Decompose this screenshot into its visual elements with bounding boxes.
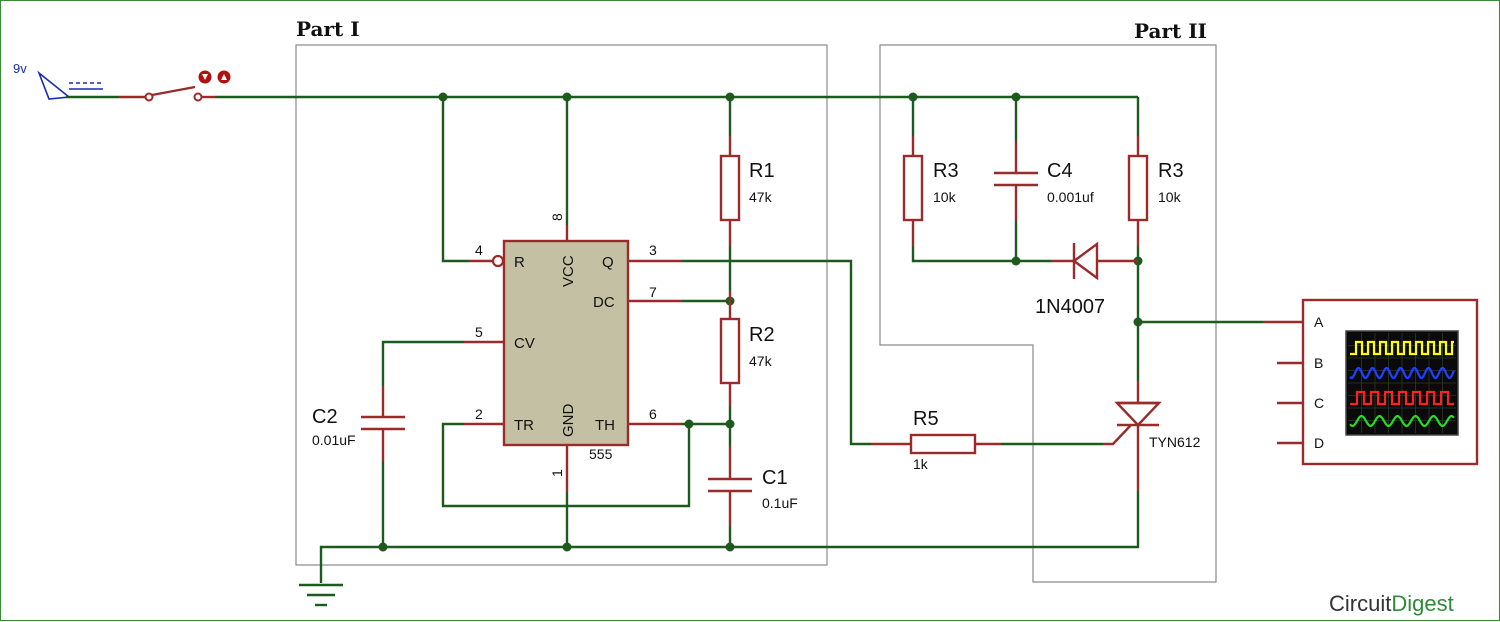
c1-value: 0.1uF: [762, 495, 798, 511]
diode-1n4007: 1N4007: [1035, 241, 1138, 318]
ground-icon: [299, 583, 343, 607]
ic-name: 555: [589, 446, 613, 462]
r2-value: 47k: [749, 353, 773, 369]
r1-label: R1: [749, 160, 775, 182]
c2-value: 0.01uF: [312, 432, 356, 448]
resistor-r3-left: R3 10k: [902, 136, 959, 246]
r3-left-value: 10k: [933, 189, 957, 205]
ic-pin-number: 5: [475, 324, 483, 340]
scope-channel-d: D: [1314, 435, 1324, 451]
power-terminal: 9v: [13, 61, 103, 100]
scope-channel-b: B: [1314, 355, 1323, 371]
ic-pin-label: TH: [595, 417, 615, 434]
wires: [66, 95, 1263, 583]
ic-body: [502, 239, 630, 447]
scope-trace-a: [1350, 340, 1454, 356]
ic-pin-label: TR: [514, 417, 534, 434]
ic-555: 4 8 3 7 5 2 6 1 R VCC Q DC CV TR GND TH …: [464, 213, 681, 492]
r1-value: 47k: [749, 189, 773, 205]
ic-pin-number: 7: [649, 284, 657, 300]
oscilloscope: A B C D: [1263, 298, 1479, 466]
diode-label: 1N4007: [1035, 296, 1105, 318]
part1-title: Part I: [296, 17, 360, 41]
capacitor-c1: C1 0.1uF: [708, 446, 798, 526]
source-voltage: 9v: [13, 61, 27, 76]
ic-pin-number: 2: [475, 406, 483, 422]
scope-trace-d: [1349, 415, 1455, 427]
scope-channel-a: A: [1314, 314, 1324, 330]
ic-pin-number: 1: [549, 469, 565, 477]
c4-value: 0.001uf: [1047, 189, 1094, 205]
scope-channel-c: C: [1314, 395, 1324, 411]
r5-label: R5: [913, 408, 939, 430]
resistor-r3-right: R3 10k: [1127, 136, 1184, 246]
brand-logo: CircuitDigest: [1329, 591, 1454, 616]
c4-label: C4: [1047, 160, 1073, 182]
resistor-r1: R1 47k: [719, 136, 775, 246]
r3-left-label: R3: [933, 160, 959, 182]
scope-trace-c: [1350, 390, 1454, 406]
svg-text:CircuitDigest: CircuitDigest: [1329, 591, 1454, 616]
ic-pin-label: VCC: [560, 255, 577, 287]
c1-label: C1: [762, 467, 788, 489]
r3-right-value: 10k: [1158, 189, 1182, 205]
scr-tyn612: TYN612: [1103, 381, 1201, 491]
ic-pin-label: GND: [560, 404, 577, 438]
ic-pin-label: Q: [602, 254, 614, 271]
part1-box: [295, 44, 828, 566]
ic-pin-label: DC: [593, 294, 615, 311]
resistor-r2: R2 47k: [719, 291, 775, 406]
part2-box: [879, 44, 1217, 583]
r3-right-label: R3: [1158, 160, 1184, 182]
power-switch[interactable]: [119, 70, 231, 102]
resistor-r5: R5 1k: [871, 408, 1001, 472]
junctions: [378, 92, 1143, 552]
scr-label: TYN612: [1149, 434, 1201, 450]
c2-label: C2: [312, 406, 338, 428]
ic-pin-number: 4: [475, 242, 483, 258]
ic-pin-label: CV: [514, 335, 535, 352]
ic-pin-number: 6: [649, 406, 657, 422]
scope-trace-b: [1349, 367, 1456, 379]
ic-pin-label: R: [514, 254, 525, 271]
ic-pin-number: 3: [649, 242, 657, 258]
r2-label: R2: [749, 324, 775, 346]
brand-part2: Digest: [1391, 591, 1453, 616]
ic-pin-number: 8: [549, 213, 565, 221]
r5-value: 1k: [913, 456, 929, 472]
brand-part1: Circuit: [1329, 591, 1391, 616]
capacitor-c2: C2 0.01uF: [312, 386, 405, 461]
part2-title: Part II: [1134, 19, 1207, 43]
capacitor-c4: C4 0.001uf: [994, 141, 1094, 221]
